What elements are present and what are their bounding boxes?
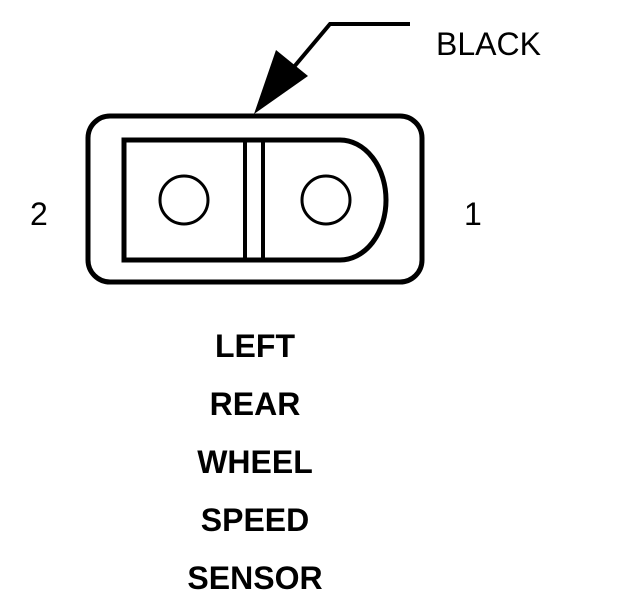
leader-line (286, 22, 410, 76)
wire-color-label: BLACK (436, 26, 541, 62)
caption-line: WHEEL (197, 444, 313, 480)
caption-line: SPEED (200, 502, 310, 538)
pin-2-label: 2 (30, 196, 48, 232)
terminal-cavity (121, 137, 389, 263)
leader-arrowhead (254, 50, 308, 114)
component-caption: LEFT REAR WHEEL SPEED SENSOR (155, 326, 355, 616)
connector-housing (85, 113, 425, 285)
terminal-pin-1 (300, 174, 352, 226)
caption-line: REAR (209, 386, 301, 422)
caption-line: LEFT (215, 328, 295, 364)
connector-diagram (85, 22, 425, 285)
pin-1-label: 1 (464, 196, 482, 232)
terminal-pin-2 (158, 174, 210, 226)
caption-line: SENSOR (187, 560, 323, 596)
